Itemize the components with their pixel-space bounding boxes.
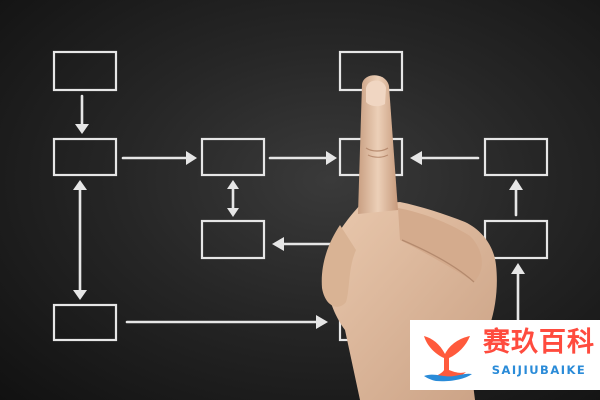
arrow-down-top-left [75,94,89,134]
watermark-title: 赛玖百科 [483,327,595,358]
arrow-left-far-right-to-middle [410,151,480,165]
arrow-up-far-right [509,179,523,217]
flow-box-center [200,137,266,177]
watermark-subtitle: SAIJIUBAIKE [491,363,587,377]
arrow-right-center-to-right [268,151,337,165]
flow-box-center-lower [200,219,266,260]
arrow-up-far-right-lower [511,263,525,322]
arrow-right-left-to-center [121,151,197,165]
arrow-vertical-left-double [73,180,87,300]
arrow-vertical-center-double [227,180,239,217]
whale-tail-logo-icon [424,336,472,382]
flow-box-far-right-lower [483,219,549,260]
flow-box-top-left [52,50,118,92]
watermark-logo: 赛玖百科 SAIJIUBAIKE [410,320,600,390]
flow-box-far-right-upper [483,137,549,177]
flow-box-middle-left [52,137,118,177]
flow-box-bottom-left [52,303,118,342]
arrow-right-bottom-long [125,315,328,329]
